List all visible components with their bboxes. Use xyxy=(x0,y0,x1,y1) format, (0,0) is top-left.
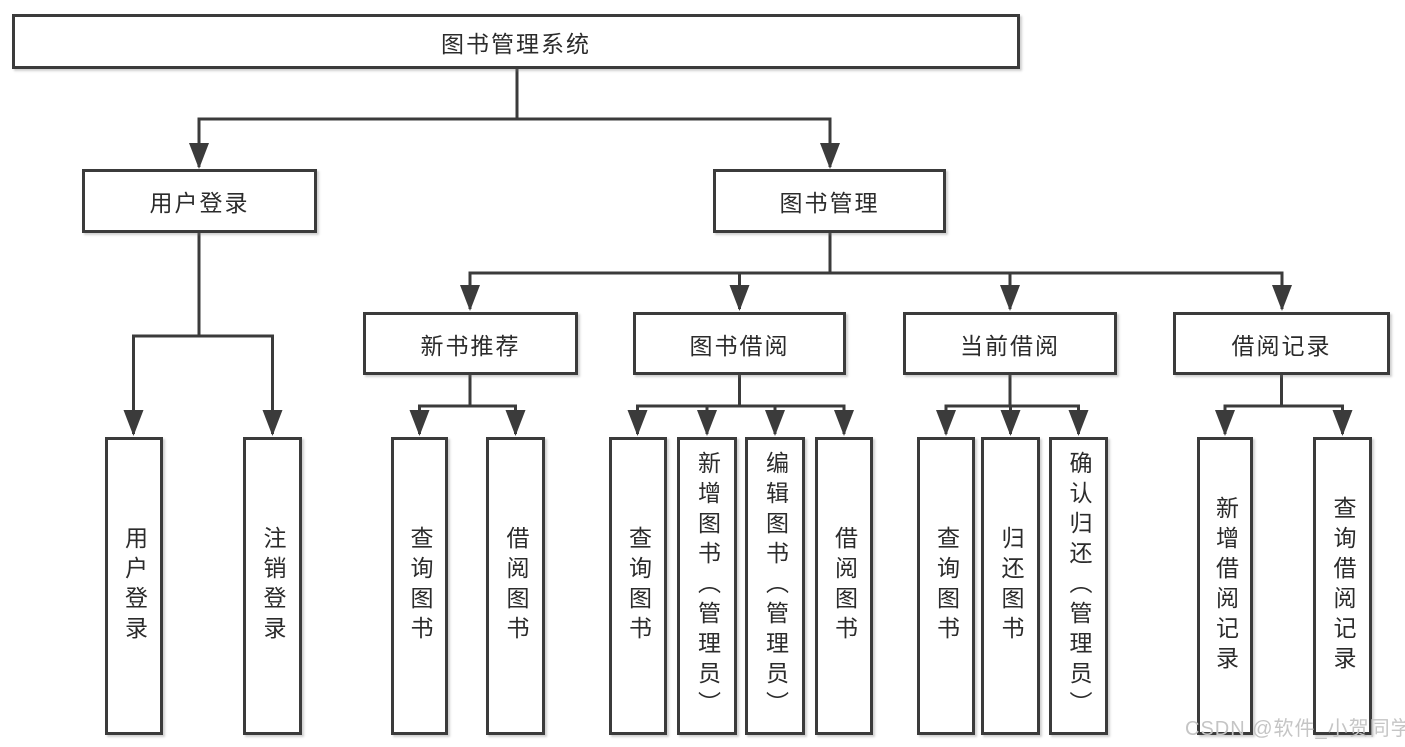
node-query-books-current: 查询图书 xyxy=(917,437,975,735)
node-borrowing-records: 借阅记录 xyxy=(1173,312,1390,375)
csdn-watermark: CSDN @软件_小贺同学 xyxy=(1185,718,1405,740)
node-query-books-borrowing: 查询图书 xyxy=(609,437,667,735)
node-edit-book-admin: 编辑图书（管理员） xyxy=(745,437,805,735)
node-book-borrowing: 图书借阅 xyxy=(633,312,846,375)
node-add-borrow-record: 新增借阅记录 xyxy=(1197,437,1253,735)
node-add-book-admin: 新增图书（管理员） xyxy=(677,437,737,735)
node-borrow-books-recommend: 借阅图书 xyxy=(486,437,545,735)
node-borrow-books: 借阅图书 xyxy=(815,437,873,735)
node-query-borrow-record: 查询借阅记录 xyxy=(1313,437,1372,735)
node-logout: 注销登录 xyxy=(243,437,302,735)
node-query-books-recommend: 查询图书 xyxy=(391,437,448,735)
node-user-login-leaf: 用户登录 xyxy=(105,437,163,735)
node-library-system: 图书管理系统 xyxy=(12,14,1020,69)
node-book-management: 图书管理 xyxy=(713,169,946,233)
node-return-books: 归还图书 xyxy=(981,437,1040,735)
node-current-borrowing: 当前借阅 xyxy=(903,312,1117,375)
node-user-login: 用户登录 xyxy=(82,169,317,233)
node-new-book-recommend: 新书推荐 xyxy=(363,312,578,375)
node-confirm-return-admin: 确认归还（管理员） xyxy=(1049,437,1108,735)
